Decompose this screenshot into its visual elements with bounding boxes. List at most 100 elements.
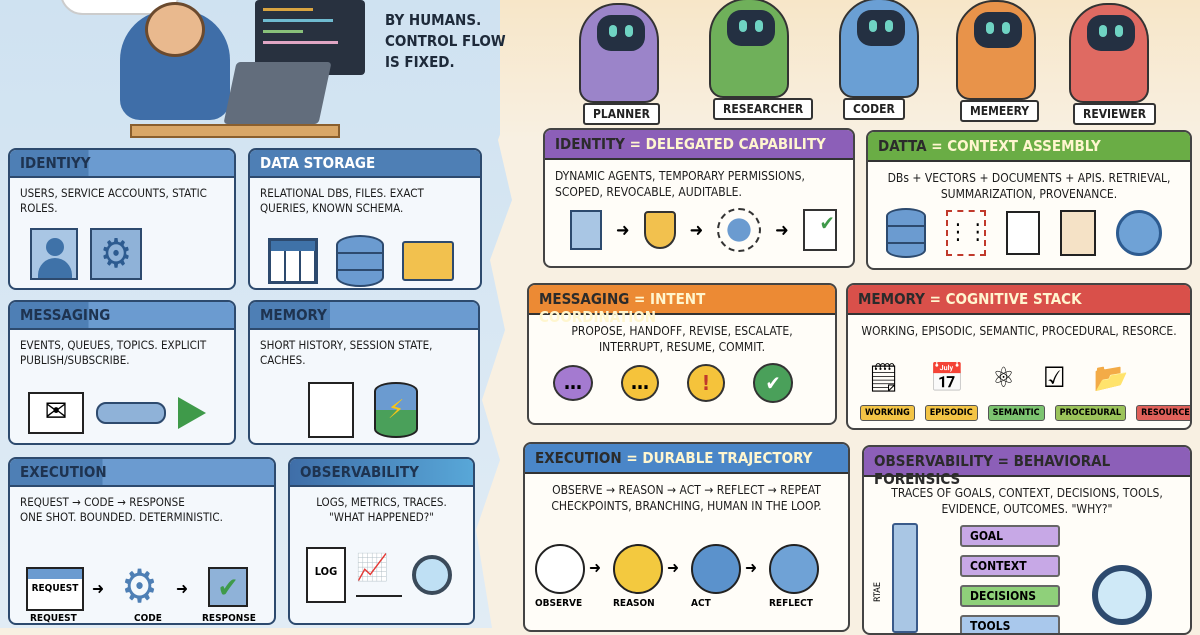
agent-label: REVIEWER [1073, 103, 1157, 125]
card-text-block: OBSERVE → REASON → ACT → REFLECT → REPEA… [525, 474, 848, 522]
behavioral-forensics-card: OBSERVABILITY = BEHAVIORAL FORENSICS TRA… [862, 445, 1192, 635]
card-text: WORKING, EPISODIC, SEMANTIC, PROCEDURAL,… [861, 324, 1177, 338]
trace-tag: CONTEXT [960, 555, 1060, 577]
title-eq: = [929, 290, 941, 308]
robot-face [974, 12, 1022, 48]
agent-label: PLANNER [583, 103, 660, 125]
title-key: DATTA [878, 137, 927, 155]
execution-card: EXECUTION REQUEST → CODE → RESPONSE ONE … [8, 457, 276, 625]
agent-label: CODER [843, 98, 905, 120]
card-text-block: REQUEST → CODE → RESPONSE ONE SHOT. BOUN… [10, 487, 274, 533]
card-text: LOGS, METRICS, TRACES. "WHAT HAPPENED?" [316, 495, 447, 524]
title-key: OBSERVABILITY [874, 452, 993, 470]
title-key: EXECUTION [535, 449, 622, 467]
step-label: ACT [691, 598, 711, 609]
context-assembly-card: DATTA = CONTEXT ASSEMBLY DBs + VECTORS +… [866, 130, 1192, 270]
title-value: CONTEXT ASSEMBLY [947, 137, 1101, 155]
delegated-identity-card: IDENTITY = DELEGATED CAPABILITY DYNAMIC … [543, 128, 855, 268]
escalate-bubble-icon: ! [687, 364, 725, 402]
card-text: USERS, SERVICE ACCOUNTS, STATIC ROLES. [20, 186, 207, 215]
arrow-icon: ➜ [667, 558, 680, 577]
database-icon [886, 208, 926, 258]
durable-trajectory-card: EXECUTION = DURABLE TRAJECTORY OBSERVE →… [523, 442, 850, 632]
robot-face [1087, 15, 1135, 51]
laptop [223, 62, 332, 124]
request-window-icon: REQUEST [26, 567, 84, 611]
cache-database-icon: ⚡ [374, 382, 418, 438]
tagline: BY HUMANS. CONTROL FLOW IS FIXED. [385, 10, 506, 73]
robot-face [857, 10, 905, 46]
card-text: DYNAMIC AGENTS, TEMPORARY PERMISSIONS, S… [555, 169, 805, 199]
card-title: OBSERVABILITY [290, 459, 473, 487]
audit-checklist-icon: ✔ [802, 209, 837, 251]
title-value: BEHAVIORAL FORENSICS [874, 452, 1111, 488]
title-eq: = [931, 137, 943, 155]
arrow-icon: ➜ [745, 558, 758, 577]
trace-tag: DECISIONS [960, 585, 1060, 607]
document-icon [308, 382, 354, 438]
card-text: REQUEST → CODE → RESPONSE [20, 495, 185, 509]
agent-label: MEMEERY [960, 100, 1040, 122]
title-eq: = [629, 135, 641, 153]
step-circle-icon [691, 544, 741, 594]
metrics-chart-icon: 📈 [356, 553, 402, 597]
memory-card: MEMORY SHORT HISTORY, SESSION STATE, CAC… [248, 300, 480, 445]
calendar-icon: 📅 [929, 361, 965, 394]
agent-robot [1069, 3, 1149, 103]
table-icon [268, 238, 318, 284]
checkmark-icon: ✔ [208, 567, 248, 607]
card-text: DBs + VECTORS + DOCUMENTS + APIS. RETRIE… [887, 171, 1171, 201]
handoff-bubble-icon: … [621, 365, 659, 401]
trace-timeline [892, 523, 918, 633]
checklist-icon: ☑ [1043, 361, 1066, 394]
step-circle-icon [613, 544, 663, 594]
card-title: OBSERVABILITY = BEHAVIORAL FORENSICS [864, 447, 1190, 488]
step-label: REASON [613, 598, 655, 609]
memory-tier-tag: PROCEDURAL [1054, 405, 1127, 421]
database-icon [336, 235, 384, 287]
developer-person [120, 2, 230, 120]
shield-icon [643, 211, 676, 249]
tagline-line: BY HUMANS. [385, 11, 482, 29]
step-label: CODE [134, 613, 162, 624]
code-screen [255, 0, 365, 75]
memory-tier-tag: EPISODIC [924, 405, 978, 421]
card-title: MEMORY = COGNITIVE STACK [848, 285, 1190, 315]
gear-icon: ⚙ [90, 228, 142, 280]
sticky-notes-icon: 🗒 [866, 361, 902, 394]
card-title: IDENTITY = DELEGATED CAPABILITY [545, 130, 853, 160]
network-icon: ⚛ [992, 361, 1016, 394]
agent-robot [709, 0, 789, 98]
robot-face [727, 10, 775, 46]
step-label: REQUEST [30, 613, 77, 624]
step-circle-icon [535, 544, 585, 594]
developer-illustration [60, 0, 365, 142]
card-text: TRACES OF GOALS, CONTEXT, DECISIONS, TOO… [891, 486, 1163, 516]
envelope-icon: ✉ [28, 392, 84, 434]
card-title: DATA STORAGE [250, 150, 480, 178]
globe-icon [1116, 210, 1162, 256]
arrow-icon: ➜ [689, 219, 704, 241]
agent-robot [956, 0, 1036, 100]
agent-robot [839, 0, 919, 98]
robot-face [597, 15, 645, 51]
identity-card: IDENTIYY USERS, SERVICE ACCOUNTS, STATIC… [8, 148, 236, 290]
api-doc-icon [1060, 210, 1096, 256]
title-key: MESSAGING [539, 290, 630, 308]
title-value: COGNITIVE STACK [945, 290, 1082, 308]
card-title: MEMORY [250, 302, 478, 330]
vector-graph-icon: ⋮⋮ [946, 210, 988, 256]
title-value: INTENT COORDINATION [539, 290, 706, 326]
card-title: MESSAGING [10, 302, 234, 330]
title-key: MEMORY [858, 290, 925, 308]
card-title: DATTA = CONTEXT ASSEMBLY [868, 132, 1190, 162]
log-file-icon: LOG [306, 547, 346, 603]
folder-icon: 📂 [1093, 361, 1129, 394]
card-title: MESSAGING = INTENT COORDINATION [529, 285, 835, 326]
card-text: EVENTS, QUEUES, TOPICS. EXPLICIT PUBLISH… [20, 338, 207, 367]
trace-axis-label: RTAE [872, 582, 883, 602]
step-label: REFLECT [769, 598, 813, 609]
card-title: IDENTIYY [10, 150, 234, 178]
intent-coordination-card: MESSAGING = INTENT COORDINATION PROPOSE,… [527, 283, 837, 425]
memory-tier-tag: RESOURCES [1136, 405, 1190, 421]
